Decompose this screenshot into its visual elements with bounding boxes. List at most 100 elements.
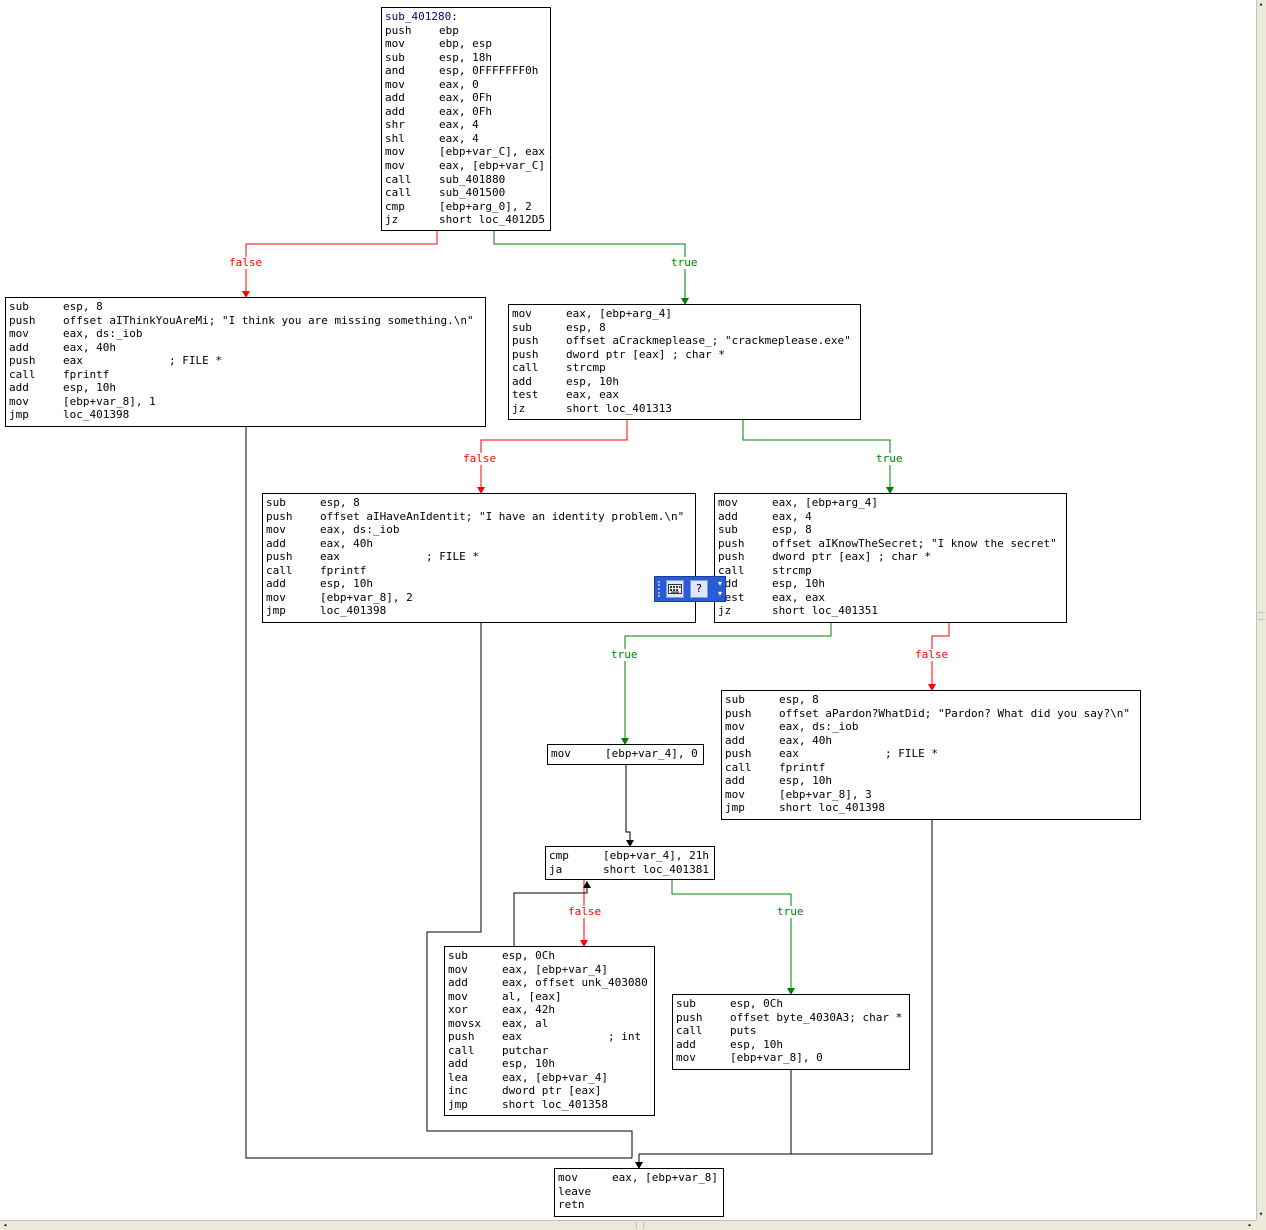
code-line[interactable]: mov[ebp+var_8], 1 — [9, 395, 485, 409]
code-line[interactable]: leave — [558, 1185, 723, 1199]
toolbar-options-chevron[interactable]: ▾ ▾ — [715, 579, 725, 599]
code-line[interactable]: mov[ebp+var_4], 0 — [551, 747, 703, 761]
code-line[interactable]: mov[ebp+var_8], 0 — [676, 1051, 909, 1065]
scroll-up-arrow-icon[interactable]: ▴ — [1258, 0, 1264, 8]
code-line[interactable]: mov[ebp+var_8], 2 — [266, 591, 695, 605]
horizontal-scrollbar[interactable]: ◂ ▸ — [0, 1220, 1256, 1230]
help-button[interactable]: ? — [690, 580, 708, 598]
function-label[interactable]: sub_401280: — [385, 10, 458, 23]
vertical-scrollbar[interactable]: ▴ ▾ — [1256, 0, 1266, 1220]
scroll-thumb-grip[interactable] — [1258, 612, 1265, 620]
scroll-right-arrow-icon[interactable]: ▸ — [1247, 1221, 1253, 1229]
code-line[interactable]: cmp[ebp+arg_0], 2 — [385, 200, 550, 214]
toolbar-grip[interactable] — [658, 581, 664, 597]
scroll-down-arrow-icon[interactable]: ▾ — [1258, 1210, 1264, 1218]
code-line[interactable]: mov[ebp+var_C], eax — [385, 145, 550, 159]
code-line[interactable]: sub_401280: — [385, 10, 550, 24]
code-block-init-counter[interactable]: mov[ebp+var_4], 0 — [547, 744, 704, 765]
code-line[interactable]: retn — [558, 1198, 723, 1212]
scroll-left-arrow-icon[interactable]: ◂ — [2, 1221, 8, 1229]
code-line[interactable]: mov[ebp+var_8], 3 — [725, 788, 1140, 802]
floating-toolbar[interactable]: ? ▾ ▾ — [654, 576, 726, 602]
scroll-thumb-grip[interactable] — [636, 1222, 644, 1229]
